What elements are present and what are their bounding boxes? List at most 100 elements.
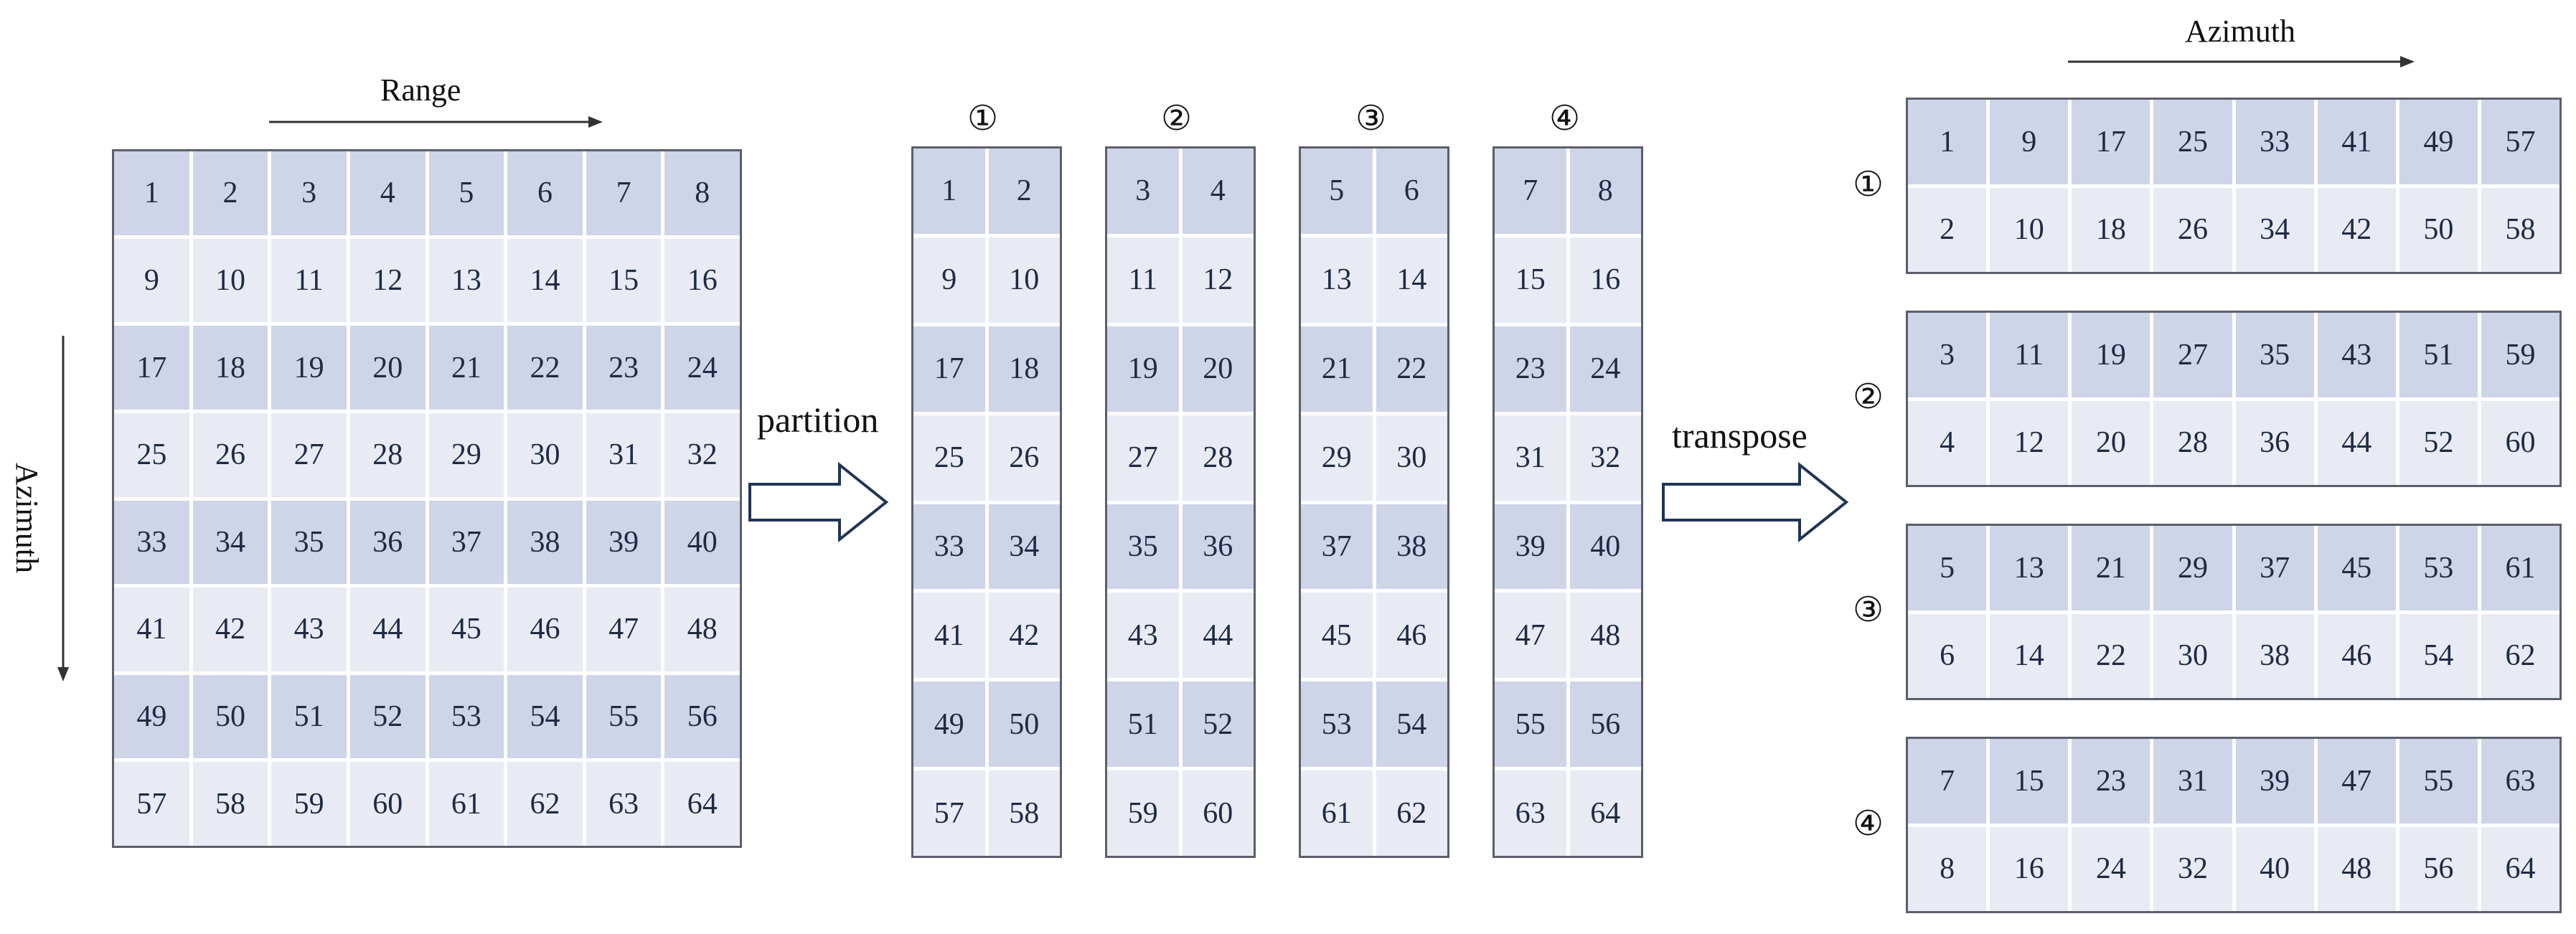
matrix-cell: 2 — [1908, 187, 1987, 272]
matrix-cell: 23 — [2072, 739, 2150, 824]
matrix-cell: 31 — [2153, 739, 2232, 824]
matrix-cell: 52 — [1182, 681, 1254, 768]
matrix-cell: 15 — [1495, 237, 1566, 323]
matrix-cell: 13 — [428, 238, 504, 323]
matrix-cell: 59 — [271, 762, 347, 846]
matrix-cell: 3 — [271, 151, 347, 235]
matrix-cell: 64 — [664, 762, 740, 846]
matrix-cell: 51 — [271, 674, 347, 759]
matrix-cell: 18 — [2072, 187, 2150, 272]
matrix-cell: 48 — [664, 588, 740, 671]
matrix-cell: 46 — [2317, 613, 2396, 698]
matrix-cell: 29 — [2153, 526, 2232, 610]
matrix-cell: 5 — [1301, 148, 1373, 234]
matrix-cell: 2 — [192, 151, 268, 235]
matrix-cell: 44 — [2317, 400, 2396, 485]
matrix-cell: 61 — [2481, 526, 2559, 610]
matrix-cell: 20 — [349, 326, 426, 410]
matrix-cell: 43 — [2317, 313, 2396, 397]
matrix-cell: 20 — [1182, 326, 1254, 412]
matrix-cell: 4 — [1182, 148, 1254, 234]
matrix-cell: 53 — [2399, 526, 2478, 610]
matrix-cell: 19 — [271, 326, 347, 410]
matrix-cell: 36 — [349, 500, 426, 585]
matrix-cell: 23 — [1495, 326, 1566, 412]
matrix-cell: 24 — [2072, 826, 2150, 911]
matrix-cell: 63 — [2481, 739, 2559, 824]
matrix-cell: 38 — [2235, 613, 2314, 698]
matrix-cell: 16 — [1990, 826, 2069, 911]
matrix-cell: 33 — [2235, 100, 2314, 184]
matrix-cell: 13 — [1990, 526, 2069, 610]
matrix-cell: 26 — [2153, 187, 2232, 272]
matrix-cell: 30 — [1376, 415, 1447, 501]
matrix-cell: 55 — [586, 674, 662, 759]
matrix-cell: 40 — [664, 500, 740, 585]
matrix-cell: 49 — [2399, 100, 2478, 184]
matrix-cell: 41 — [114, 588, 189, 671]
partition-marker-3: ③ — [1355, 100, 1387, 138]
matrix-cell: 25 — [2153, 100, 2232, 184]
matrix-cell: 34 — [2235, 187, 2314, 272]
matrix-cell: 45 — [2317, 526, 2396, 610]
matrix-cell: 62 — [2481, 613, 2559, 698]
matrix-cell: 53 — [1301, 681, 1373, 768]
matrix-cell: 48 — [1569, 593, 1641, 679]
matrix-cell: 21 — [2072, 526, 2150, 610]
matrix-cell: 63 — [1495, 770, 1566, 856]
azimuth-right-label: Azimuth — [2185, 14, 2295, 49]
matrix-cell: 17 — [114, 326, 189, 410]
matrix-cell: 12 — [1182, 237, 1254, 323]
matrix-cell: 8 — [1908, 826, 1987, 911]
matrix-cell: 53 — [428, 674, 504, 759]
matrix-cell: 27 — [271, 412, 347, 497]
matrix-cell: 35 — [1107, 504, 1179, 590]
matrix-cell: 61 — [428, 762, 504, 846]
matrix-cell: 29 — [1301, 415, 1373, 501]
matrix-cell: 13 — [1301, 237, 1373, 323]
matrix-cell: 7 — [1908, 739, 1987, 824]
matrix-cell: 11 — [271, 238, 347, 323]
matrix-cell: 63 — [586, 762, 662, 846]
matrix-cell: 1 — [1908, 100, 1987, 184]
matrix-cell: 44 — [1182, 593, 1254, 679]
matrix-cell: 3 — [1107, 148, 1179, 234]
matrix-cell: 34 — [988, 504, 1060, 590]
matrix-cell: 52 — [349, 674, 426, 759]
matrix-cell: 18 — [192, 326, 268, 410]
matrix-cell: 35 — [2235, 313, 2314, 397]
matrix-cell: 32 — [664, 412, 740, 497]
range-label: Range — [380, 72, 461, 108]
matrix-cell: 37 — [1301, 504, 1373, 590]
matrix-cell: 9 — [913, 237, 985, 323]
matrix-cell: 52 — [2399, 400, 2478, 485]
matrix-cell: 19 — [2072, 313, 2150, 397]
matrix-cell: 15 — [586, 238, 662, 323]
matrix-cell: 60 — [2481, 400, 2559, 485]
matrix-cell: 26 — [192, 412, 268, 497]
matrix-cell: 57 — [913, 770, 985, 856]
matrix-cell: 46 — [507, 588, 583, 671]
matrix-cell: 40 — [2235, 826, 2314, 911]
matrix-cell: 59 — [1107, 770, 1179, 856]
matrix-cell: 16 — [1569, 237, 1641, 323]
matrix-cell: 6 — [1376, 148, 1447, 234]
matrix-cell: 56 — [1569, 681, 1641, 768]
matrix-cell: 57 — [114, 762, 189, 846]
matrix-cell: 35 — [271, 500, 347, 585]
matrix-cell: 23 — [586, 326, 662, 410]
matrix-cell: 25 — [114, 412, 189, 497]
matrix-cell: 58 — [192, 762, 268, 846]
matrix-cell: 5 — [428, 151, 504, 235]
matrix-cell: 33 — [114, 500, 189, 585]
matrix-cell: 28 — [349, 412, 426, 497]
matrix-cell: 27 — [2153, 313, 2232, 397]
matrix-cell: 39 — [1495, 504, 1566, 590]
matrix-cell: 10 — [988, 237, 1060, 323]
matrix-cell: 25 — [913, 415, 985, 501]
